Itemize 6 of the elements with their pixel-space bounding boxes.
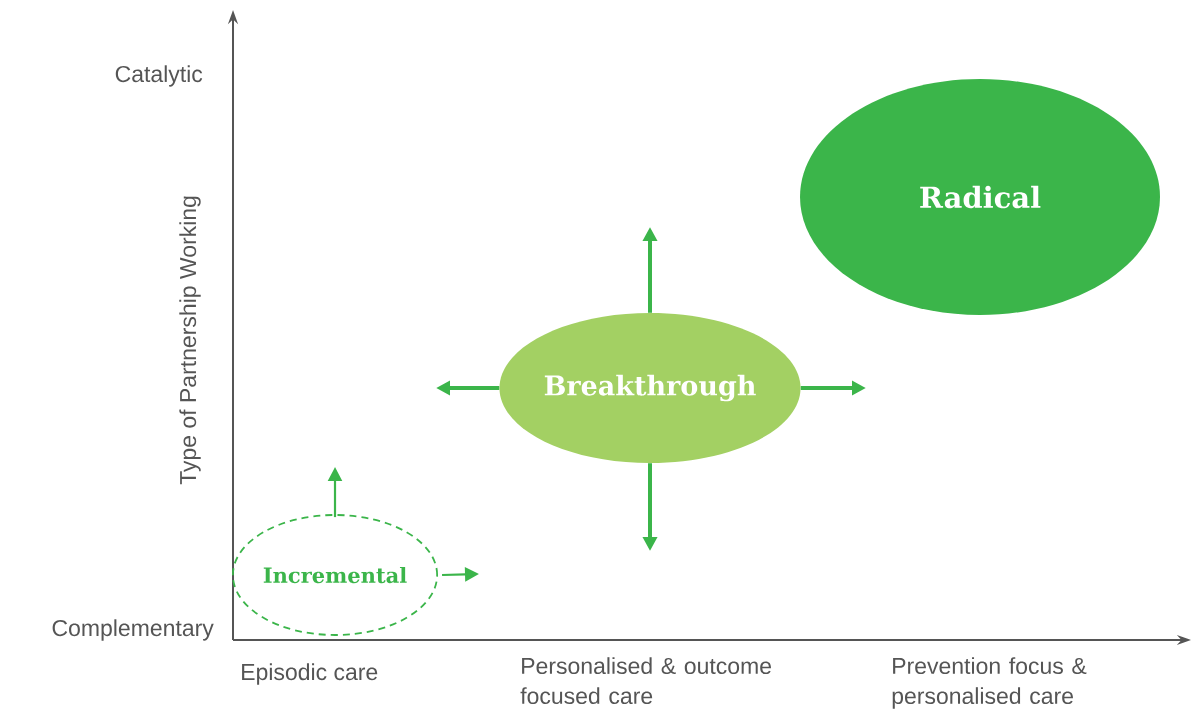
axis-label: Episodic care xyxy=(242,663,378,685)
axis-title: Type of Partnership Working xyxy=(179,196,201,485)
axis-label: Complementary xyxy=(52,619,214,641)
axis-label: Personalised & outcome focused care xyxy=(520,657,771,705)
axis-label: Prevention focus & personalised care xyxy=(892,657,1087,709)
axis-label: Catalytic xyxy=(115,65,203,87)
